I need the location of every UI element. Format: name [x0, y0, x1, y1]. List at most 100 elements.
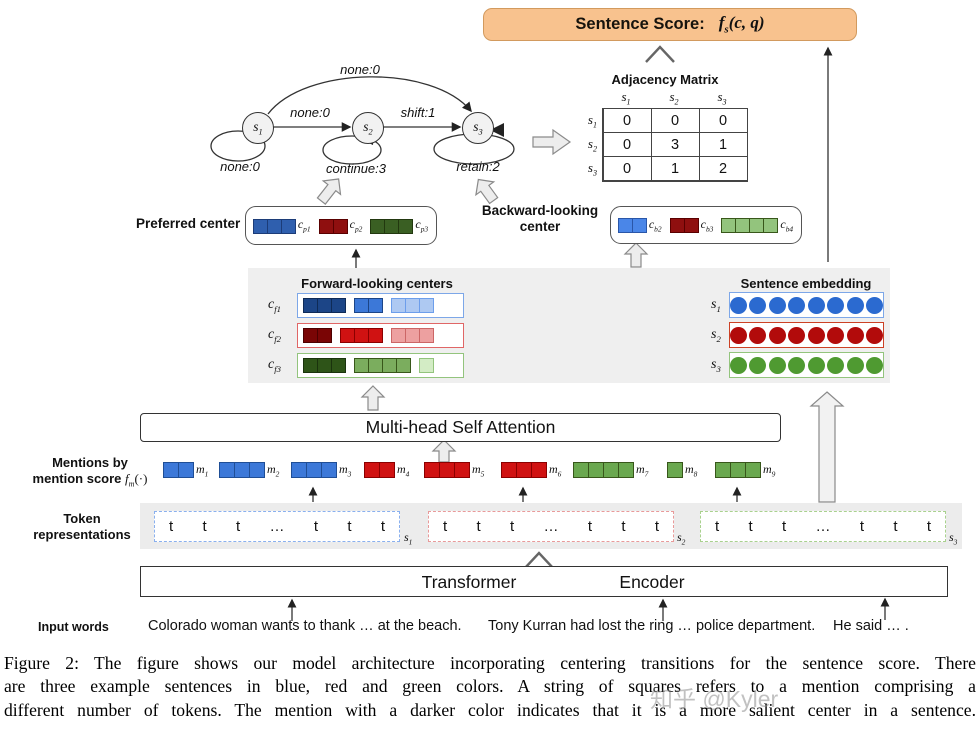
cf1-box: [297, 293, 464, 318]
square: [317, 298, 332, 313]
square: [318, 218, 334, 234]
square: [178, 462, 194, 479]
matrix-cell: 0: [602, 108, 652, 134]
figure-caption: Figure 2: The figure shows our model arc…: [4, 652, 976, 722]
square-string: [354, 298, 383, 313]
square-string: [364, 462, 395, 479]
center-item: cp3: [370, 217, 428, 234]
state-s1-label: s1: [253, 119, 262, 137]
emb-s2-box: [729, 322, 884, 348]
embedding-dot: [730, 296, 747, 314]
multi-head-self-attention-box: Multi-head Self Attention: [140, 413, 781, 442]
block-arrow-tokens-to-embedding: [809, 391, 845, 503]
sub-label: cp2: [349, 217, 363, 234]
backward-center-label: Backward-looking center: [482, 203, 598, 234]
token-cell: …: [543, 518, 559, 535]
square-string: [721, 218, 779, 234]
token-cell: t: [236, 518, 241, 535]
square: [617, 218, 633, 234]
mention-label: m4: [397, 462, 410, 479]
embedding-dot: [846, 296, 864, 314]
cf2-box: [297, 323, 464, 348]
embedding-dot: [749, 326, 767, 344]
state-s1: s1: [242, 112, 274, 144]
mention-label: m8: [685, 462, 698, 479]
mention-label: m6: [549, 462, 562, 479]
square: [424, 462, 440, 479]
token-cell: t: [621, 518, 626, 535]
square: [396, 358, 411, 373]
matrix-cell: 0: [698, 108, 748, 134]
input-words-label: Input words: [38, 620, 109, 634]
square: [364, 462, 380, 479]
label-loop-continue3: continue:3: [326, 161, 386, 176]
matrix-cell: 2: [698, 156, 748, 182]
backward-center-label-line2: center: [519, 218, 561, 234]
square: [763, 218, 779, 234]
square: [730, 462, 746, 479]
square-string: [370, 218, 414, 234]
block-arrow-to-matrix: [532, 128, 572, 156]
sub-label: s2: [669, 89, 679, 107]
square: [419, 298, 434, 313]
state-s3-label: s3: [473, 119, 482, 137]
token-s3-label-text: s3: [949, 530, 958, 547]
emb-s2-label-text: s2: [711, 327, 721, 344]
square: [618, 462, 634, 479]
input-sentence-3: He said … .: [833, 618, 909, 634]
block-arrow-preferred-to-continue: [316, 178, 342, 205]
token-cell: …: [269, 518, 285, 535]
emb-s3-label: s3: [711, 357, 721, 374]
square-string: [669, 218, 699, 234]
sub-label: s3: [587, 159, 597, 178]
embedding-dot: [788, 326, 806, 344]
square-string: [391, 298, 434, 313]
square-string: [617, 218, 647, 234]
square-string: [573, 462, 634, 479]
token-cell: t: [782, 518, 787, 535]
label-arc-none0: none:0: [340, 62, 380, 77]
sub-label: cb3: [700, 216, 714, 234]
square: [303, 298, 318, 313]
matrix-row-header: s3: [575, 156, 597, 180]
square-string: [419, 358, 434, 373]
emb-s1-label: s1: [711, 297, 721, 314]
square: [306, 462, 322, 479]
square: [531, 462, 547, 479]
mention-m8: m8: [667, 462, 698, 479]
square-string: [318, 218, 348, 234]
state-s1-label-text: s1: [253, 119, 263, 137]
matrix-row-header: s1: [575, 108, 597, 132]
matrix-cell: 1: [650, 156, 700, 182]
token-cell: t: [313, 518, 318, 535]
embedding-dot: [846, 326, 864, 344]
square: [749, 218, 765, 234]
square-string: [501, 462, 547, 479]
emb-s3-box: [729, 352, 884, 378]
block-arrow-msa-to-panel: [360, 385, 386, 411]
state-s3: s3: [462, 112, 494, 144]
square-string: [291, 462, 337, 479]
matrix-col-header: s3: [698, 89, 746, 107]
backward-center-label-line1: Backward-looking: [481, 203, 599, 218]
square: [379, 462, 395, 479]
mention-m9: m9: [715, 462, 775, 479]
matrix-cell: 1: [698, 132, 748, 158]
embedding-dot: [866, 326, 883, 344]
token-cell: t: [587, 518, 592, 535]
square: [317, 328, 332, 343]
token-cell: t: [510, 518, 515, 535]
square: [368, 328, 383, 343]
token-cell: t: [893, 518, 898, 535]
square: [354, 358, 369, 373]
square: [669, 218, 685, 234]
square: [603, 462, 619, 479]
token-cell: t: [202, 518, 207, 535]
square: [745, 462, 761, 479]
square-string: [163, 462, 194, 479]
square: [368, 358, 383, 373]
